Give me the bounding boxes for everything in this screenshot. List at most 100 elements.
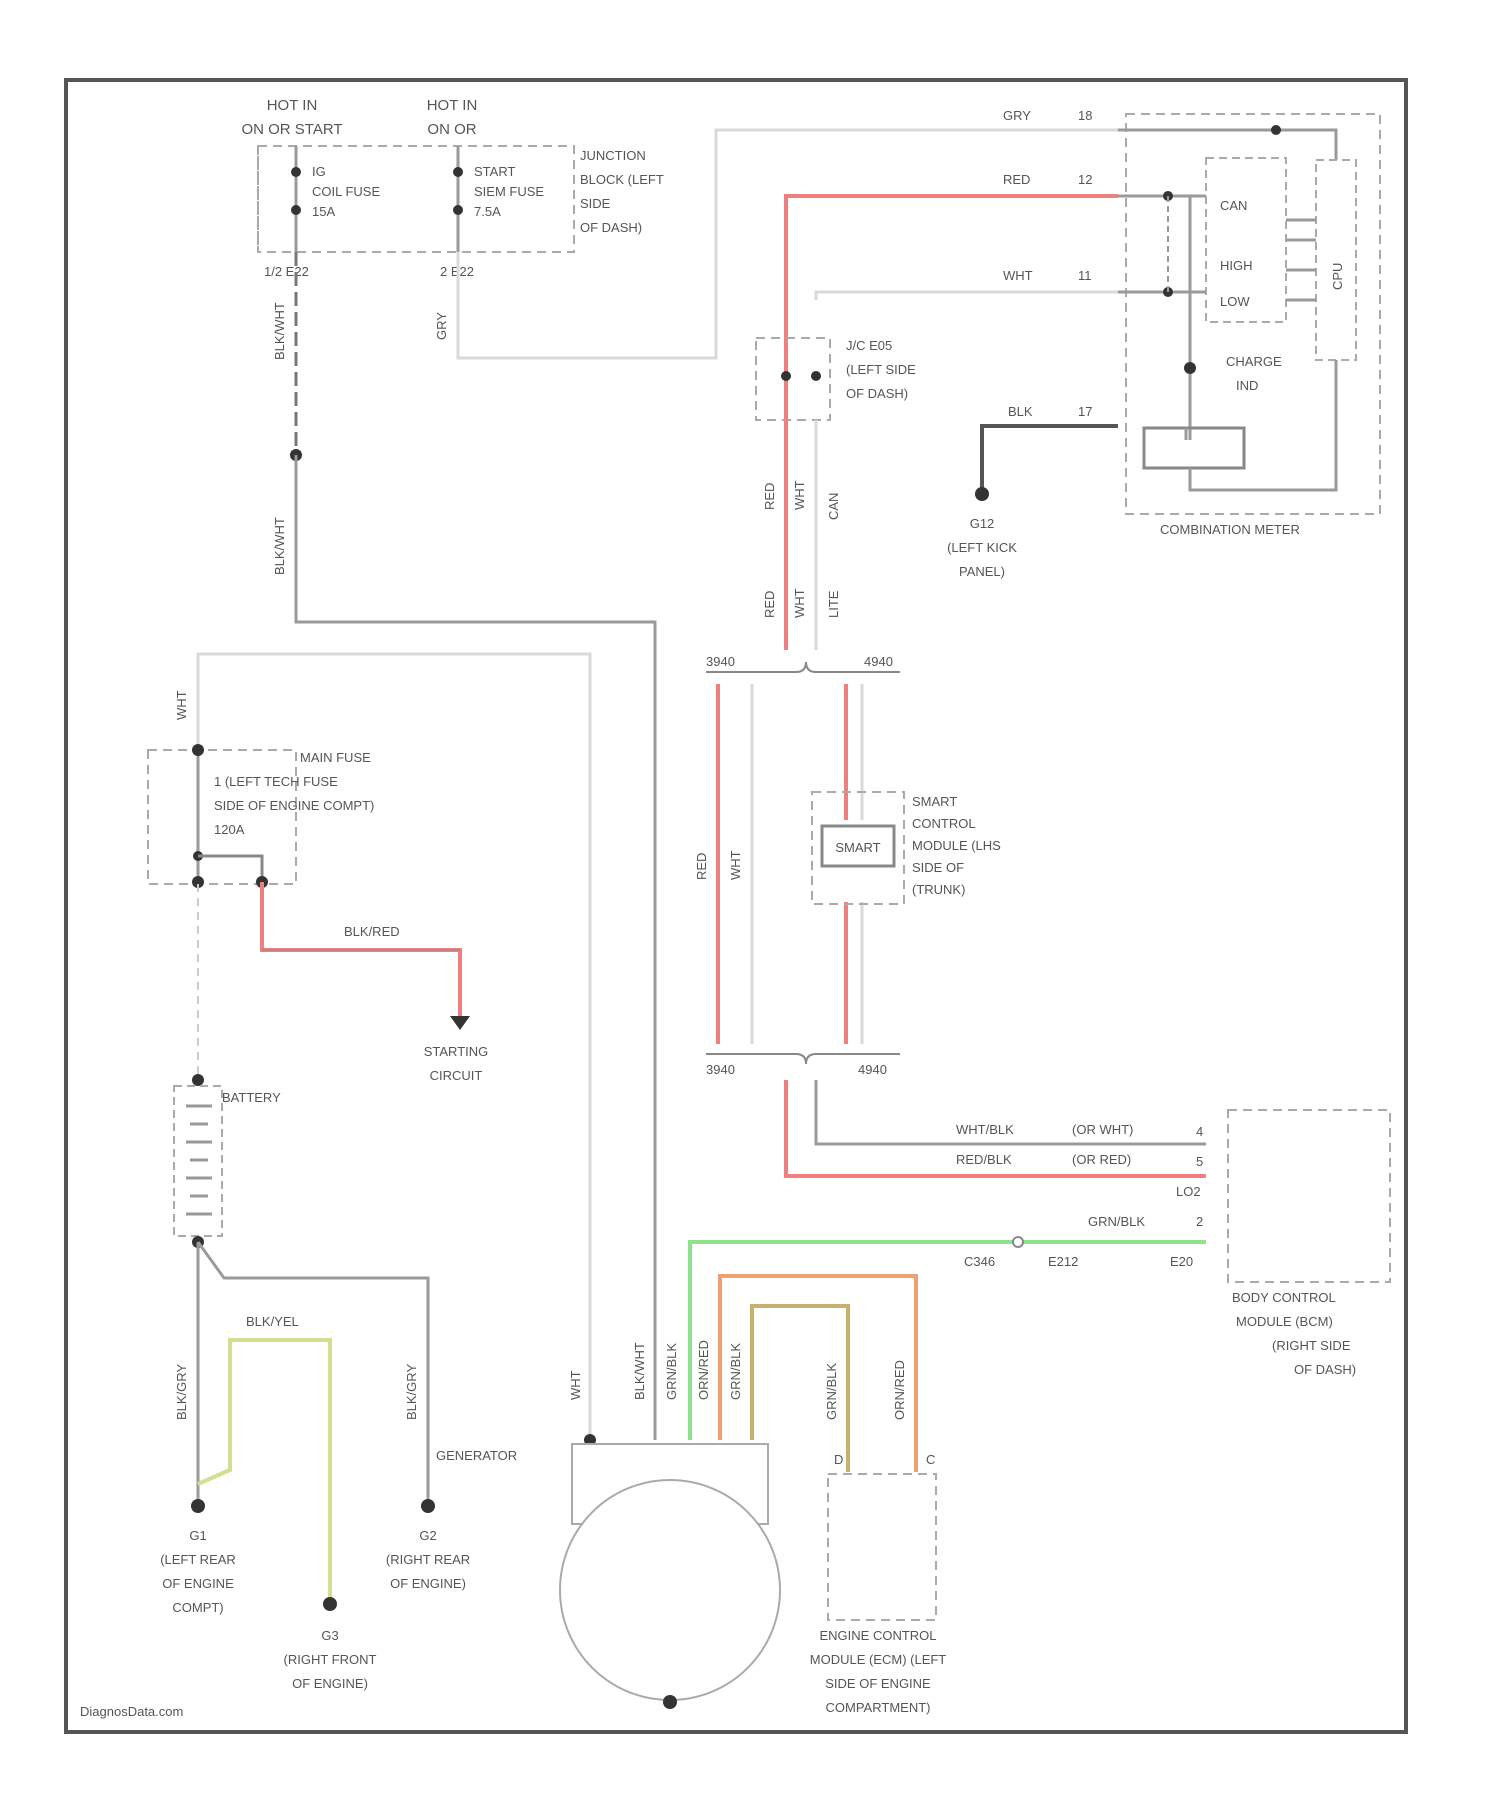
charge-label-2: IND xyxy=(1236,378,1258,393)
wire-label-wht-gen: WHT xyxy=(568,1370,583,1400)
smart-control-module: SMART SMART CONTROL MODULE (LHS SIDE OF … xyxy=(812,792,1001,904)
wire-blk-red xyxy=(262,882,460,1016)
meter-name: COMBINATION METER xyxy=(1160,522,1300,537)
mainfuse-wire2: BLK/RED xyxy=(344,924,400,939)
fuse-block: HOT IN ON OR START HOT IN ON OR IG COIL … xyxy=(241,97,663,279)
g12-l2: (LEFT KICK xyxy=(947,540,1017,555)
wire-grn-blk xyxy=(690,1242,1206,1440)
wire-red-meter xyxy=(786,196,1118,450)
cpu-box xyxy=(1316,160,1356,360)
gen-wire-4: GRN/BLK xyxy=(728,1343,743,1400)
fuse1-l1: IG xyxy=(312,164,326,179)
splice-right-top: 4940 xyxy=(864,654,893,669)
ecm-wire-2: ORN/RED xyxy=(892,1360,907,1420)
can-label: CAN xyxy=(1220,198,1247,213)
g3-l3: OF ENGINE) xyxy=(292,1676,368,1691)
fuse-pin-1: 1/2 E22 xyxy=(264,264,309,279)
g12-l3: PANEL) xyxy=(959,564,1005,579)
wire-blk-ground xyxy=(982,426,1118,492)
engine-control-module: D C ENGINE CONTROL MODULE (ECM) (LEFT SI… xyxy=(810,1452,947,1715)
bcm-c2: E212 xyxy=(1048,1254,1078,1269)
charge-indicator xyxy=(1144,428,1244,468)
splice-can: CAN xyxy=(826,493,841,520)
bcm-pin-c: LO2 xyxy=(1176,1184,1201,1199)
meter-pin1-color: GRY xyxy=(1003,108,1031,123)
hot-label-1b: ON OR START xyxy=(241,121,342,138)
splice-right-bot: 4940 xyxy=(858,1062,887,1077)
bcm-w2b: (OR RED) xyxy=(1072,1152,1131,1167)
mainfuse-l2: 1 (LEFT TECH FUSE xyxy=(214,774,338,789)
splice-wht2: WHT xyxy=(792,588,807,618)
g1-l3: OF ENGINE xyxy=(162,1576,234,1591)
meter-box xyxy=(1126,114,1380,514)
jb-l2: BLOCK (LEFT xyxy=(580,172,664,187)
mainfuse-l1: MAIN FUSE xyxy=(300,750,371,765)
g3-l2: (RIGHT FRONT xyxy=(284,1652,377,1667)
smart-l5: (TRUNK) xyxy=(912,882,965,897)
jb-l4: OF DASH) xyxy=(580,220,642,235)
gen-wire-3: ORN/RED xyxy=(696,1340,711,1400)
gen-wire-2: GRN/BLK xyxy=(664,1343,679,1400)
smart-l2: CONTROL xyxy=(912,816,976,831)
bcm-w2: RED/BLK xyxy=(956,1152,1012,1167)
junction-block-box xyxy=(258,146,574,252)
ecm-l4: COMPARTMENT) xyxy=(826,1700,931,1715)
mainfuse-box xyxy=(148,750,296,884)
g2-l1: G2 xyxy=(419,1528,436,1543)
g12-l1: G12 xyxy=(970,516,995,531)
splice-wht: WHT xyxy=(792,480,807,510)
generator-label: GENERATOR xyxy=(436,1448,517,1463)
fuse1-l2: COIL FUSE xyxy=(312,184,380,199)
hot-label-2a: HOT IN xyxy=(427,97,478,114)
hot-label-2b: ON OR xyxy=(427,121,476,138)
bcm-pin-a: 4 xyxy=(1196,1124,1203,1139)
low-label: LOW xyxy=(1220,294,1250,309)
meter-pin4-num: 17 xyxy=(1078,404,1092,419)
ecm-l2: MODULE (ECM) (LEFT xyxy=(810,1652,947,1667)
charge-label-1: CHARGE xyxy=(1226,354,1282,369)
meter-pin3-num: 11 xyxy=(1078,268,1092,283)
splice-left-top: 3940 xyxy=(706,654,735,669)
wire-label-blkwht1: BLK/WHT xyxy=(272,302,287,360)
g2-l3: OF ENGINE) xyxy=(390,1576,466,1591)
ecm-pin-2: C xyxy=(926,1452,935,1467)
g1-l4: COMPT) xyxy=(172,1600,223,1615)
bcm-w3: GRN/BLK xyxy=(1088,1214,1145,1229)
ecm-wire-1: GRN/BLK xyxy=(824,1363,839,1420)
battery-label: BATTERY xyxy=(222,1090,281,1105)
bcm-w1: WHT/BLK xyxy=(956,1122,1014,1137)
g2-l2: (RIGHT REAR xyxy=(386,1552,470,1567)
wire-label-blkwht2: BLK/WHT xyxy=(272,517,287,575)
bcm-l4: OF DASH) xyxy=(1294,1362,1356,1377)
wire-blk-wht-main xyxy=(296,455,655,1440)
generator-body xyxy=(560,1480,780,1700)
bcm-l3: (RIGHT SIDE xyxy=(1272,1338,1351,1353)
bcm-c1: C346 xyxy=(964,1254,995,1269)
bcm-c3: E20 xyxy=(1170,1254,1193,1269)
g1-l1: G1 xyxy=(189,1528,206,1543)
wire-blk-gry-g2 xyxy=(198,1242,428,1500)
splice-lite: LITE xyxy=(826,590,841,618)
battery: BATTERY xyxy=(174,1074,281,1248)
starting-l1: STARTING xyxy=(424,1044,489,1059)
meter-pin2-num: 12 xyxy=(1078,172,1092,187)
wire-label-blkyel: BLK/YEL xyxy=(246,1314,299,1329)
hot-label-1a: HOT IN xyxy=(267,97,318,114)
smart-inner-label: SMART xyxy=(835,840,880,855)
junction-connector-e05: J/C E05 (LEFT SIDE OF DASH) xyxy=(756,338,916,420)
smart-l1: SMART xyxy=(912,794,957,809)
mainfuse-l4: 120A xyxy=(214,822,245,837)
watermark: DiagnosData.com xyxy=(80,1704,183,1719)
smart-l3: MODULE (LHS xyxy=(912,838,1001,853)
bcm-box xyxy=(1228,1110,1390,1282)
gen-wire-1: BLK/WHT xyxy=(632,1342,647,1400)
splice-left-red: RED xyxy=(694,853,709,880)
jb-l1: JUNCTION xyxy=(580,148,646,163)
ecm-pin-1: D xyxy=(834,1452,843,1467)
ecm-l3: SIDE OF ENGINE xyxy=(825,1676,931,1691)
wire-label-gry: GRY xyxy=(434,312,449,340)
cpu-label: CPU xyxy=(1330,263,1345,290)
splice-red: RED xyxy=(762,483,777,510)
mainfuse-wire: WHT xyxy=(174,690,189,720)
